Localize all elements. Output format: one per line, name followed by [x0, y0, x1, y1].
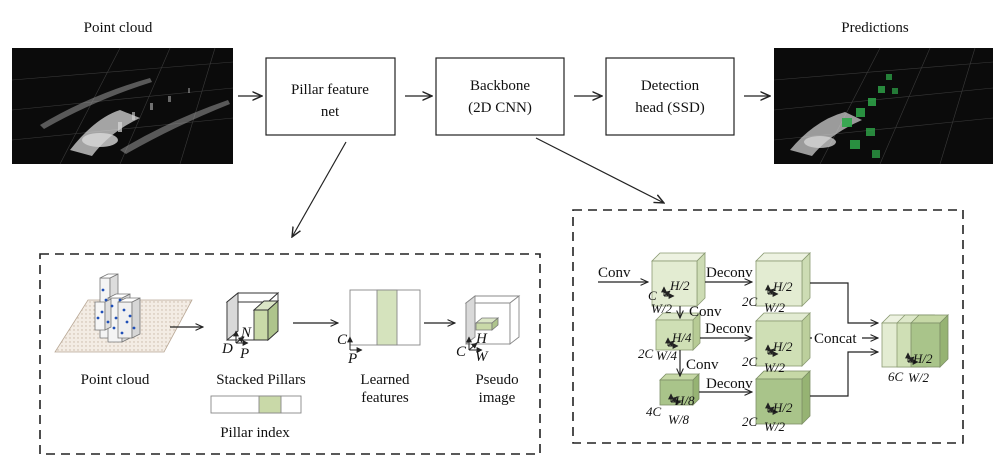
- concat-output-block: [881, 314, 949, 368]
- concat-label-bg: [812, 327, 862, 347]
- concat-label: Concat: [814, 331, 857, 347]
- u2-top-label: H/2: [772, 339, 793, 354]
- b2-top-label: H/4: [671, 330, 692, 345]
- b3-bottom-label: W/8: [668, 412, 689, 427]
- deconv-2-label: Deconv: [705, 321, 752, 337]
- u1-bottom-label: W/2: [764, 300, 785, 315]
- u2-bottom-label: W/2: [764, 360, 785, 375]
- learned-features-tensor: [349, 289, 421, 346]
- up-block-3: [755, 370, 811, 425]
- learned-features-label-2: features: [361, 390, 409, 406]
- pseudo-label-h: H: [475, 331, 488, 347]
- detection-head-label-2: head (SSD): [635, 100, 705, 116]
- backbone-panel: [572, 209, 964, 444]
- deconv-1-label: Deconv: [706, 265, 753, 281]
- b3-top-label: H/8: [674, 393, 695, 408]
- pseudo-image-label-1: Pseudo: [475, 372, 518, 388]
- out-bottom-label: W/2: [908, 370, 929, 385]
- b1-left-label: C: [648, 288, 657, 303]
- u3-left-label: 2C: [742, 414, 758, 429]
- point-cloud-title: Point cloud: [84, 20, 153, 36]
- stacked-label-n: N: [240, 325, 252, 341]
- u2-left-label: 2C: [742, 354, 758, 369]
- detection-head-box: [605, 57, 735, 136]
- b2-left-label: 2C: [638, 346, 654, 361]
- pseudo-image-tensor: [464, 295, 521, 345]
- out-top-label: H/2: [912, 351, 933, 366]
- b1-axis-h: [663, 290, 671, 297]
- u3-axis-h: [767, 406, 775, 413]
- learned-label-c: C: [337, 332, 348, 348]
- detection-head-label-1: Detection: [641, 78, 700, 94]
- predictions-image: [773, 47, 994, 165]
- backbone-label-1: Backbone: [470, 78, 530, 94]
- backbone-label-2: (2D CNN): [468, 100, 532, 116]
- out-axis-h: [907, 356, 915, 363]
- b1-bottom-label: W/2: [651, 301, 672, 316]
- deconv-3-label: Deconv: [706, 376, 753, 392]
- u3-bottom-label: W/2: [764, 419, 785, 434]
- conv-input-label: Conv: [598, 265, 631, 281]
- pillar-index-label: Pillar index: [220, 425, 290, 441]
- u1-top-label: H/2: [772, 279, 793, 294]
- b2-bottom-label: W/4: [656, 348, 677, 363]
- down-block-3: [659, 373, 700, 406]
- b1-top-label: H/2: [669, 278, 690, 293]
- arrow-concat-bottom: [810, 352, 878, 397]
- learned-label-p: P: [347, 351, 357, 367]
- arrow-zoom-pfn: [292, 141, 347, 237]
- learned-features-label-1: Learned: [360, 372, 410, 388]
- pseudo-image-label-2: image: [479, 390, 516, 406]
- out-left-label: 6C: [888, 369, 904, 384]
- up-block-2: [755, 312, 811, 367]
- point-cloud-image: [11, 47, 234, 165]
- arrow-concat-top: [810, 282, 878, 323]
- pillar-feature-net-label-1: Pillar feature: [291, 82, 369, 98]
- predictions-title: Predictions: [841, 20, 909, 36]
- pseudo-label-w: W: [475, 349, 489, 365]
- conv-down-2-label: Conv: [686, 357, 719, 373]
- pillar-feature-net-box: [265, 57, 396, 136]
- pfn-point-cloud-label: Point cloud: [81, 372, 150, 388]
- stacked-pillars-label: Stacked Pillars: [216, 372, 306, 388]
- pseudo-label-c: C: [456, 344, 467, 360]
- pseudo-axis-h: [468, 342, 478, 351]
- b2-axis-h: [667, 340, 675, 347]
- stacked-label-d: D: [221, 341, 233, 357]
- u1-axis-h: [767, 288, 775, 295]
- pillar-grid-illustration: [54, 273, 193, 353]
- pillar-feature-net-label-2: net: [321, 104, 340, 120]
- b3-left-label: 4C: [646, 404, 662, 419]
- b3-axis-h: [670, 396, 678, 403]
- conv-down-1-label: Conv: [689, 304, 722, 320]
- up-block-1: [755, 252, 811, 307]
- u3-top-label: H/2: [772, 400, 793, 415]
- stacked-label-p: P: [239, 346, 249, 362]
- u2-axis-h: [767, 348, 775, 355]
- pfn-panel: [39, 253, 541, 455]
- stacked-pillars-tensor: [225, 291, 280, 342]
- stacked-axis-n: [235, 336, 245, 344]
- pillar-index-bar: [210, 395, 302, 414]
- u1-left-label: 2C: [742, 294, 758, 309]
- arrow-zoom-backbone: [535, 137, 664, 203]
- backbone-box: [435, 57, 565, 136]
- up-block-axes: [765, 284, 779, 415]
